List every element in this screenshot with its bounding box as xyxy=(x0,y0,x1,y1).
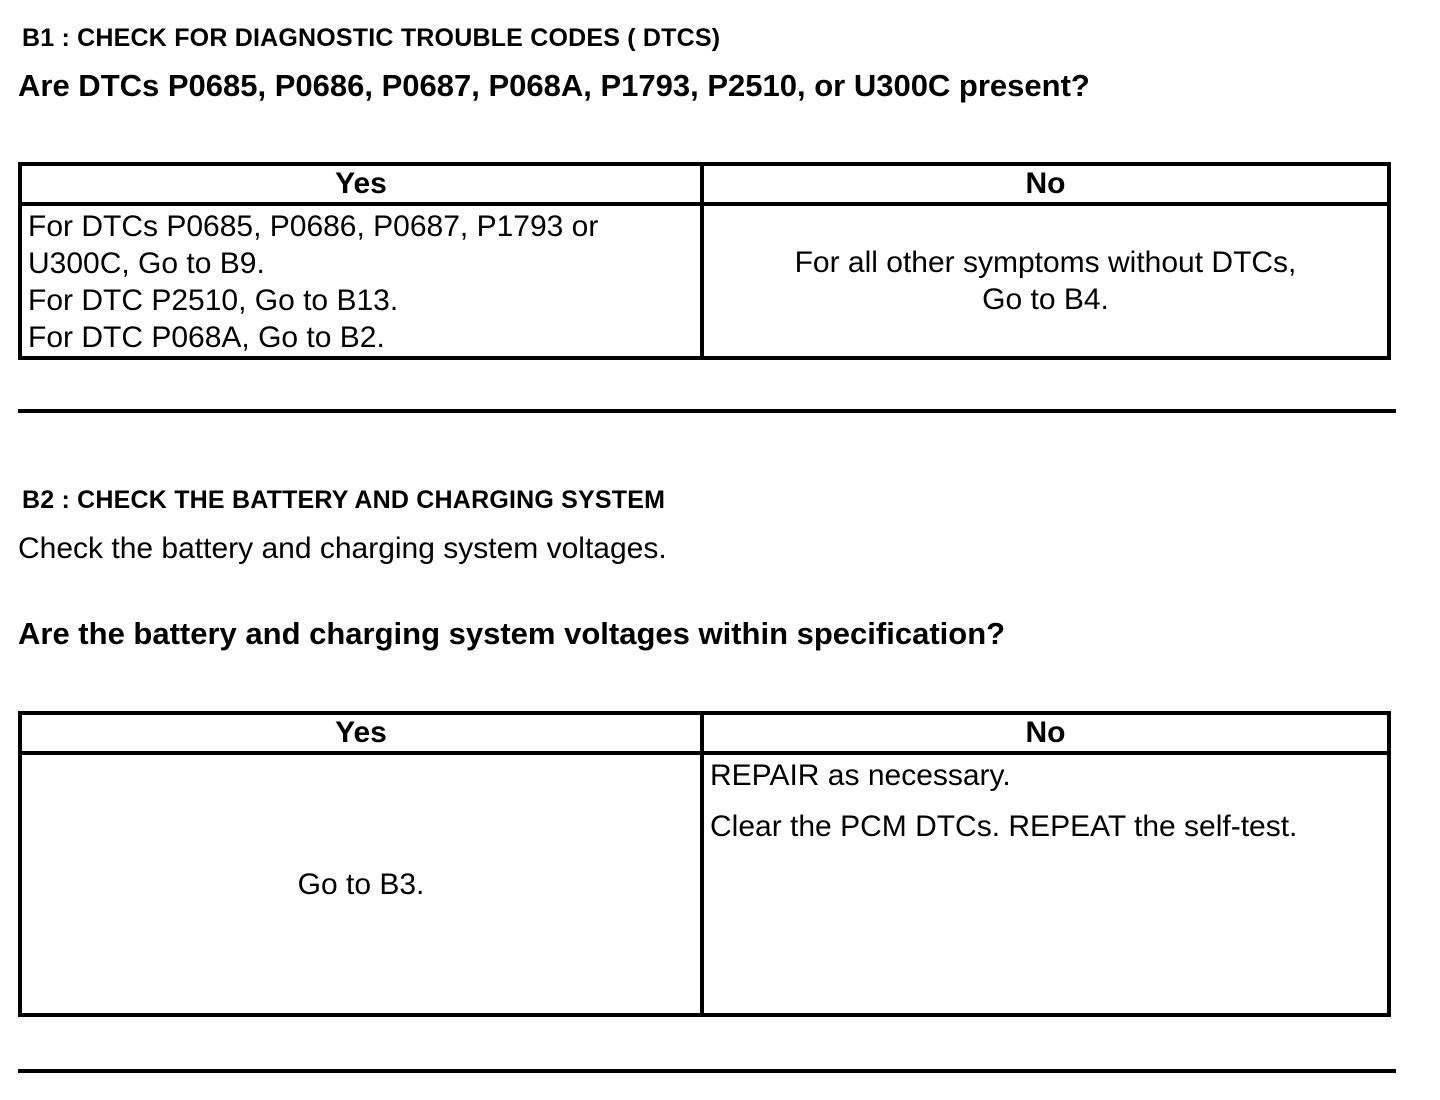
section-divider xyxy=(18,409,1396,413)
no-line: Go to B4. xyxy=(982,283,1109,316)
yes-line: For DTCs P0685, P0686, P0687, P1793 or xyxy=(28,210,599,243)
yes-text: Go to B3. xyxy=(297,867,425,901)
section-divider xyxy=(18,1069,1396,1073)
table-row: For DTCs P0685, P0686, P0687, P1793 or U… xyxy=(18,202,1391,360)
yes-line: For DTC P2510, Go to B13. xyxy=(28,284,399,317)
no-cell: REPAIR as necessary. Clear the PCM DTCs.… xyxy=(700,751,1391,1017)
no-line: For all other symptoms without DTCs, xyxy=(794,246,1297,279)
yes-line: U300C, Go to B9. xyxy=(28,247,265,280)
step-b2-title: B2 : CHECK THE BATTERY AND CHARGING SYST… xyxy=(22,486,666,514)
no-paragraph: REPAIR as necessary. xyxy=(710,759,1011,792)
yes-line: For DTC P068A, Go to B2. xyxy=(28,321,385,354)
no-header: No xyxy=(700,162,1391,206)
yes-header: Yes xyxy=(18,162,704,206)
yes-cell: For DTCs P0685, P0686, P0687, P1793 or U… xyxy=(18,202,704,360)
step-b1-title: B1 : CHECK FOR DIAGNOSTIC TROUBLE CODES … xyxy=(22,24,721,52)
table-row: Go to B3. REPAIR as necessary. Clear the… xyxy=(18,751,1391,1017)
step-b1-question: Are DTCs P0685, P0686, P0687, P068A, P17… xyxy=(18,68,1090,103)
yes-header: Yes xyxy=(18,711,704,755)
table-header-row: Yes No xyxy=(18,162,1391,206)
step-b2-instruction: Check the battery and charging system vo… xyxy=(18,532,667,565)
no-header: No xyxy=(700,711,1391,755)
yes-cell: Go to B3. xyxy=(18,751,704,1017)
no-cell: For all other symptoms without DTCs, Go … xyxy=(700,202,1391,360)
no-paragraph: Clear the PCM DTCs. REPEAT the self-test… xyxy=(710,810,1298,843)
step-b1-table: Yes No For DTCs P0685, P0686, P0687, P17… xyxy=(18,162,1391,360)
table-header-row: Yes No xyxy=(18,711,1391,755)
step-b2-table: Yes No Go to B3. REPAIR as necessary. Cl… xyxy=(18,711,1391,1017)
step-b2-question: Are the battery and charging system volt… xyxy=(18,616,1006,651)
